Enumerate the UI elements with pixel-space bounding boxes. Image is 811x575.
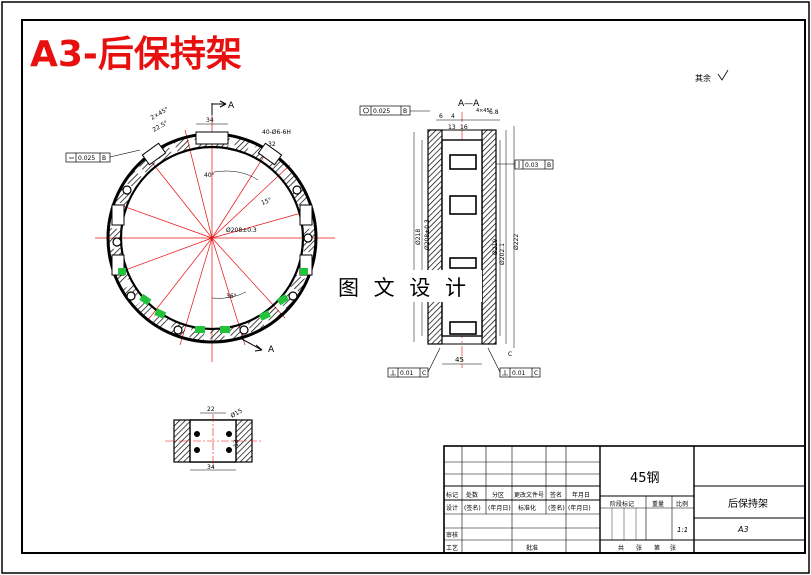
label-di: 第 — [654, 544, 660, 552]
col-qianming: 签名 — [550, 491, 562, 499]
section-label-bottom: A — [268, 345, 275, 355]
gdt-frame-circularity: 0.025 B — [359, 105, 430, 116]
svg-text:B: B — [547, 162, 551, 169]
detail-dim-side: 13 — [233, 439, 240, 447]
section-label-top: A — [228, 101, 235, 111]
drawing-title: A3-后保持架 — [30, 34, 242, 75]
roughness-symbol-icon — [717, 69, 729, 81]
col-nianyueri: 年月日 — [572, 491, 590, 499]
title-block-text: 45钢 后保持架 A3 1:1 标记 处数 分区 更改文件号 签名 年月日 设计… — [446, 471, 768, 552]
dim-pocket-angle: 22.5° — [152, 119, 170, 133]
col-chushu: 处数 — [466, 491, 478, 499]
row-qianming2: (签名) — [548, 504, 565, 512]
dim-top-c: 6.8 — [489, 109, 499, 116]
row-shenhe: 审核 — [446, 531, 458, 539]
gdt-frame-bottom-right: 0.01 C — [487, 347, 541, 378]
detail-dim-top: 22 — [207, 406, 215, 413]
dim-inner-dia: Ø208±0.3 — [226, 227, 257, 234]
svg-text:C: C — [534, 370, 538, 377]
dim-top-e: 13 — [448, 124, 456, 131]
label-jieduan: 阶段标记 — [610, 500, 634, 508]
material-label: 45钢 — [630, 471, 660, 486]
ring-holes — [112, 185, 313, 335]
col-fenqu: 分区 — [492, 491, 504, 499]
dim-top-a: 6 — [439, 113, 443, 120]
dim-width: 45 — [455, 356, 464, 364]
dim-angle-36: 36° — [226, 293, 237, 300]
dim-top-f: 16 — [460, 124, 468, 131]
dim-top-d: 4×45° — [476, 108, 493, 114]
dim-angle-40: 40° — [204, 172, 215, 179]
dim-hole-note: 40-Ø6-6H — [262, 129, 291, 136]
label-zhang-2: 张 — [670, 544, 676, 552]
svg-text:其余: 其余 — [695, 73, 711, 83]
section-arrow-bottom-icon — [239, 337, 263, 352]
svg-text:0.01: 0.01 — [512, 370, 526, 377]
row-nianyueri: (年月日) — [488, 504, 511, 512]
row-qianming: (签名) — [464, 504, 481, 512]
section-arrow-top-icon — [212, 100, 227, 108]
watermark: 图 文 设 计 — [338, 276, 470, 300]
gdt-frame-flatness: 0.025 B — [65, 149, 141, 163]
front-view: A A 34 2×45° 22.5° 40-Ø6-6H 32 40° 15° 3… — [65, 100, 335, 362]
label-bili: 比例 — [676, 500, 688, 508]
detail-dim-chamfer: Ø15 — [230, 407, 244, 419]
dim-dia-222: Ø222 — [513, 234, 520, 250]
svg-text:0.01: 0.01 — [400, 370, 414, 377]
green-hatch-segments — [118, 268, 308, 333]
gdt-frame-right: 0.03 B — [496, 159, 554, 170]
sheet-size: A3 — [737, 525, 749, 534]
dim-dia-208: Ø208±0.3 — [424, 219, 431, 250]
label-gong: 共 — [618, 544, 624, 552]
dim-dia-218: Ø218 — [415, 229, 422, 245]
dim-slot-width: 34 — [206, 117, 214, 124]
section-view: A—A 6 4 6.8 4×45° 13 16 — [359, 99, 554, 378]
title-block — [443, 445, 806, 554]
part-name: 后保持架 — [728, 497, 768, 510]
watermark-bg — [332, 270, 482, 302]
detail-view: 22 Ø15 34 13 — [165, 406, 262, 471]
dim-dia-210: Ø210 — [492, 239, 499, 255]
section-slots — [449, 154, 477, 335]
col-wenjianhao: 更改文件号 — [514, 491, 544, 499]
row-gongyi: 工艺 — [446, 544, 458, 552]
dim-top-b: 4 — [451, 113, 455, 120]
svg-text:C: C — [422, 370, 426, 377]
label-zhang: 张 — [636, 544, 642, 552]
svg-text:0.025: 0.025 — [373, 108, 390, 115]
row-sheji: 设计 — [446, 504, 458, 512]
dim-chamfer: 2×45° — [150, 106, 170, 122]
scale-value: 1:1 — [677, 526, 688, 534]
svg-text:0.03: 0.03 — [525, 162, 539, 169]
dim-bottom-c: C — [508, 351, 512, 358]
row-biaozhunhua: 标准化 — [518, 504, 536, 512]
row-nianyueri2: (年月日) — [568, 504, 591, 512]
svg-text:B: B — [403, 108, 407, 115]
detail-dim-bottom: 34 — [207, 464, 215, 471]
label-zhongliang: 重量 — [652, 500, 664, 508]
svg-text:0.025: 0.025 — [78, 155, 95, 162]
col-biaoji: 标记 — [446, 491, 458, 499]
svg-text:B: B — [102, 155, 106, 162]
gdt-frame-bottom-left: 0.01 C — [387, 347, 441, 378]
dim-angle-15: 15° — [260, 197, 272, 207]
roughness-note: 其余 — [695, 69, 729, 83]
dim-hole-spacing: 32 — [268, 141, 276, 148]
inner-border — [21, 19, 806, 554]
row-pizhun: 批准 — [526, 544, 538, 552]
dim-dia-2021: Ø202.1 — [499, 243, 506, 265]
section-view-label: A—A — [458, 99, 480, 109]
